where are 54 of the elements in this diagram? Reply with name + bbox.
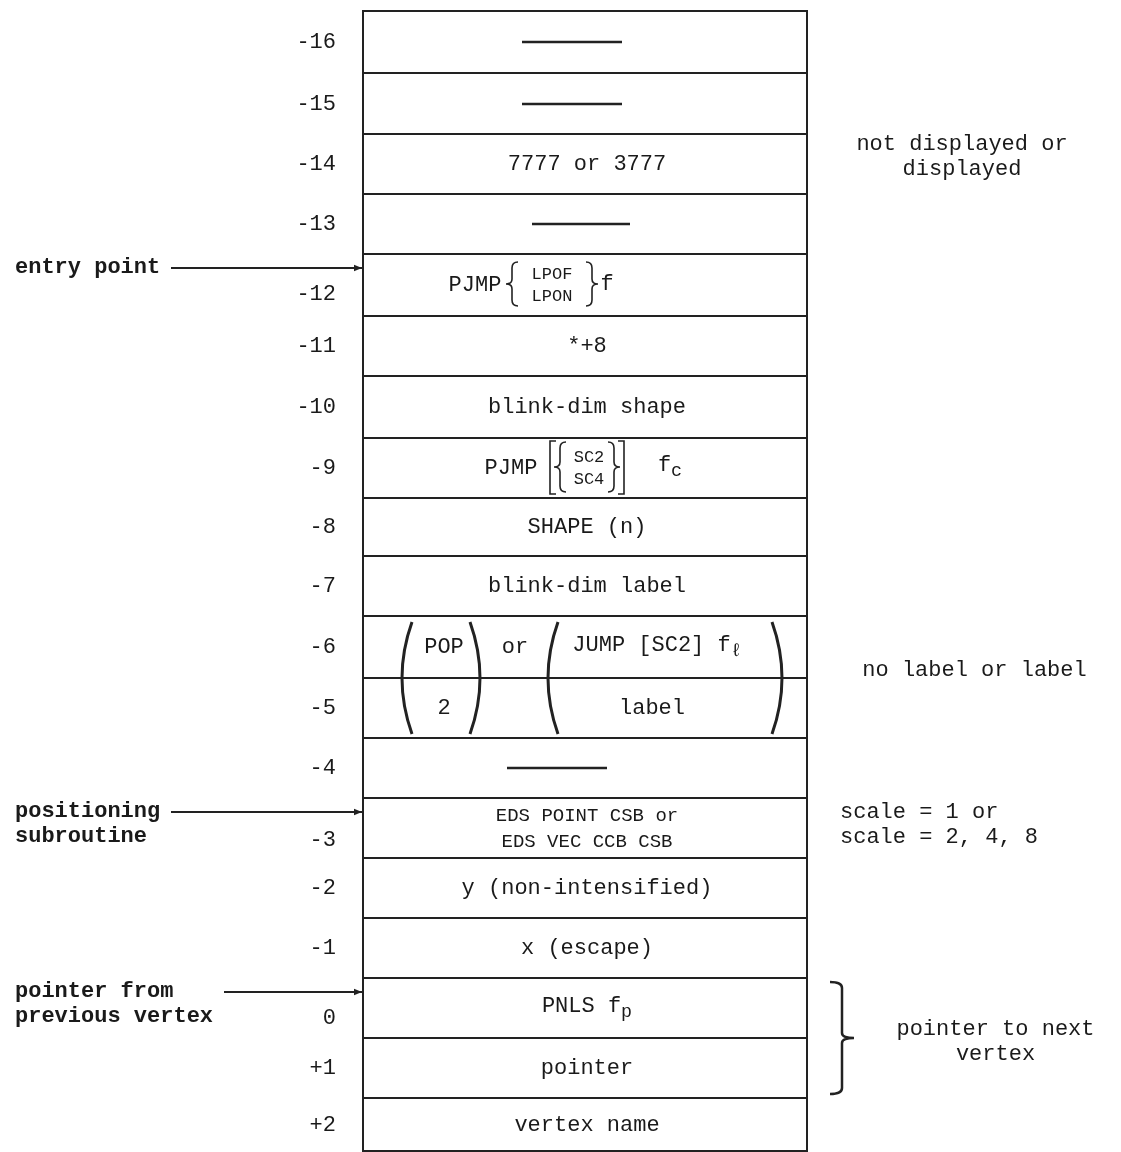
- address-offset: -2: [308, 876, 336, 902]
- address-offset: +1: [308, 1056, 336, 1082]
- address-offset: -10: [295, 395, 336, 421]
- address-offset: 0: [321, 1006, 336, 1032]
- cell-text: PNLS f$_{p}$: [541, 994, 633, 1024]
- cell-text: blink-dim label: [488, 574, 686, 600]
- note-text: pointer to next vertex: [895, 1017, 1096, 1068]
- cell-text: 2: [437, 696, 451, 722]
- cell-text: vertex name: [514, 1113, 660, 1138]
- arrow: [171, 264, 362, 272]
- cell-text: 7777 or 3777: [507, 152, 667, 178]
- address-offset: -15: [295, 92, 336, 117]
- note-text: pointer from previous vertex: [15, 979, 214, 1030]
- address-offset: -3: [308, 828, 336, 854]
- cell-text: *+8: [567, 334, 607, 360]
- note-text: scale = 1 or scale = 2, 4, 8: [840, 800, 1040, 851]
- address-offset: -12: [295, 282, 336, 308]
- cell-text: JUMP [SC2] f$_{ℓ}$: [572, 633, 742, 663]
- address-offset: -7: [308, 574, 336, 600]
- arrow: [171, 808, 362, 816]
- note-text: positioning subroutine: [15, 799, 161, 850]
- cell-text: SC2: [573, 448, 605, 468]
- cell-text: PJMP: [448, 273, 502, 299]
- address-offset: -6: [308, 635, 336, 661]
- address-offset: -4: [308, 756, 336, 782]
- address-offset: -1: [308, 936, 336, 962]
- cell-text: blink-dim shape: [488, 395, 686, 421]
- address-offset: -16: [295, 30, 336, 56]
- note-text: no label or label: [861, 658, 1088, 684]
- note-text: entry point: [15, 255, 161, 280]
- cell-text: EDS POINT CSB or: [495, 805, 679, 827]
- cell-text: SC4: [573, 470, 605, 490]
- address-offset: +2: [308, 1113, 336, 1138]
- cell-text: y (non-intensified): [461, 876, 713, 902]
- cell-text: LPON: [531, 287, 573, 307]
- cell-text: SHAPE (n): [527, 515, 647, 541]
- address-offset: -8: [308, 515, 336, 541]
- arrow: [224, 988, 362, 996]
- cell-text: f$_{c}$: [657, 453, 683, 483]
- cell-text: x (escape): [521, 936, 653, 962]
- cell-text: POP: [424, 635, 464, 661]
- cell-text: EDS VEC CCB CSB: [501, 831, 673, 853]
- address-offset: -14: [295, 152, 336, 178]
- address-offset: -13: [295, 212, 336, 238]
- cell-text: f: [600, 272, 614, 298]
- address-offset: -5: [308, 696, 336, 722]
- cell-text: PJMP: [484, 456, 538, 482]
- cell-text: pointer: [540, 1056, 634, 1082]
- cell-text: LPOF: [531, 265, 573, 285]
- note-text: not displayed or displayed: [855, 132, 1069, 183]
- cell-text: label: [619, 696, 685, 722]
- cell-text: or: [501, 635, 529, 661]
- address-offset: -11: [295, 334, 336, 360]
- address-offset: -9: [308, 456, 336, 482]
